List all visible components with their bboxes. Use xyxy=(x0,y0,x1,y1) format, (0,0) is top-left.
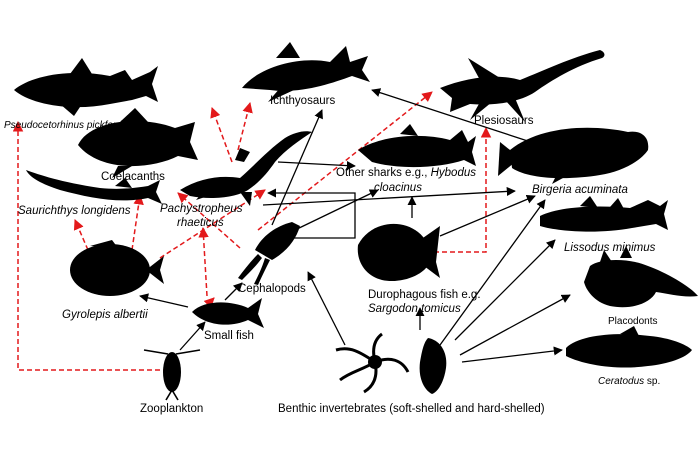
link-plesiosaurs-ichthyosaurs xyxy=(371,88,541,146)
link-benthic-birgeria xyxy=(439,199,546,346)
dashed-link-pachystropheus-ichthyosaurs xyxy=(237,101,253,151)
label-zooplankton: Zooplankton xyxy=(140,403,203,415)
dashed-link-smallfish-pachystropheus xyxy=(198,226,209,297)
link-benthic-lissodus xyxy=(454,239,556,341)
saurichthys-silhouette xyxy=(26,170,162,204)
link-benthic-cephalopods xyxy=(307,271,346,346)
small-fish-silhouette xyxy=(192,298,264,328)
plesiosaur-silhouette xyxy=(440,50,605,122)
hybodus-silhouette xyxy=(358,124,476,168)
label-pachystropheus-2: rhaeticus xyxy=(177,217,224,229)
label-other-sharks-2: cloacinus xyxy=(374,182,422,194)
link-benthic-placodonts xyxy=(459,294,571,356)
dashed-link-gyrolepis-coelacanths xyxy=(131,193,144,251)
bivalve-silhouette xyxy=(419,338,447,394)
link-pachystropheus-birgeria xyxy=(262,186,516,206)
link-pachystropheus-sharks xyxy=(277,161,356,171)
dashed-link-gyrolepis-saurichthys xyxy=(73,219,89,251)
label-coelacanths: Coelacanths xyxy=(101,171,165,183)
dashed-link-pachystropheus-coelacanths xyxy=(210,107,233,163)
label-other-sharks-1: Other sharks e.g., Hybodus xyxy=(336,167,476,179)
label-other-sharks-prefix: Other sharks e.g., xyxy=(336,167,431,179)
coelacanth-silhouette xyxy=(78,108,198,178)
dashed-link-durophagous-plesiosaurs xyxy=(418,126,492,253)
label-benthic: Benthic invertebrates (soft-shelled and … xyxy=(278,403,545,415)
dashed-link-zooplankton-pseudocetorhinus xyxy=(12,120,168,371)
trophic-links xyxy=(139,88,571,363)
link-smallfish-cephalopods xyxy=(224,282,243,301)
link-cephalopods-ichthyosaurs xyxy=(271,109,323,226)
label-pseudocetorhinus: Pseudocetorhinus pickfordi xyxy=(4,120,125,131)
label-ichthyosaurs: Ichthyosaurs xyxy=(270,95,335,107)
label-birgeria: Birgeria acuminata xyxy=(532,184,628,196)
link-durophagous-birgeria xyxy=(439,194,536,237)
label-placodonts: Placodonts xyxy=(608,316,657,327)
dashed-link-smallfish-gyrolepis xyxy=(203,297,215,309)
gyrolepis-silhouette xyxy=(70,240,164,296)
ceratodus-silhouette xyxy=(566,326,692,368)
link-cephalopods-pachystropheus xyxy=(267,188,356,239)
label-gyrolepis: Gyrolepis albertii xyxy=(62,309,148,321)
label-durophagous-1: Durophagous fish e.g. xyxy=(368,289,481,301)
label-ceratodus-suffix: sp. xyxy=(644,376,660,387)
label-pachystropheus-1: Pachystropheus xyxy=(160,203,243,215)
label-other-sharks-italic: Hybodus xyxy=(431,167,477,179)
link-cephalopods-sharks xyxy=(294,189,379,231)
dashed-link-pachystropheus-plesiosaurs xyxy=(257,91,433,231)
link-smallfish-gyrolepis xyxy=(139,293,189,308)
birgeria-silhouette xyxy=(498,127,649,184)
pseudocetorhinus-silhouette xyxy=(14,58,158,116)
brittle-star-silhouette xyxy=(335,332,410,394)
dashed-link-cephalopods-pachystropheus xyxy=(177,192,241,249)
link-zooplankton-smallfish xyxy=(179,321,206,351)
label-plesiosaurs: Plesiosaurs xyxy=(474,115,534,127)
silhouettes xyxy=(14,42,698,401)
label-small-fish: Small fish xyxy=(204,330,254,342)
label-ceratodus-italic: Ceratodus xyxy=(598,376,644,387)
label-saurichthys: Saurichthys longidens xyxy=(18,205,131,217)
label-ceratodus: Ceratodus sp. xyxy=(598,376,660,387)
link-benthic-ceratodus xyxy=(461,346,563,363)
label-durophagous-2: Sargodon tomicus xyxy=(368,303,461,315)
ichthyosaur-silhouette xyxy=(242,42,370,102)
label-lissodus: Lissodus minimus xyxy=(564,242,656,254)
placodont-silhouette xyxy=(584,246,698,308)
pachystropheus-silhouette xyxy=(180,131,312,206)
cephalopod-silhouette xyxy=(238,222,300,285)
labels: Pseudocetorhinus pickfordi Ichthyosaurs … xyxy=(4,95,660,415)
label-cephalopods: Cephalopods xyxy=(238,283,306,295)
durophagous-silhouette xyxy=(357,223,440,282)
zooplankton-silhouette xyxy=(143,349,201,401)
lissodus-silhouette xyxy=(540,196,668,232)
